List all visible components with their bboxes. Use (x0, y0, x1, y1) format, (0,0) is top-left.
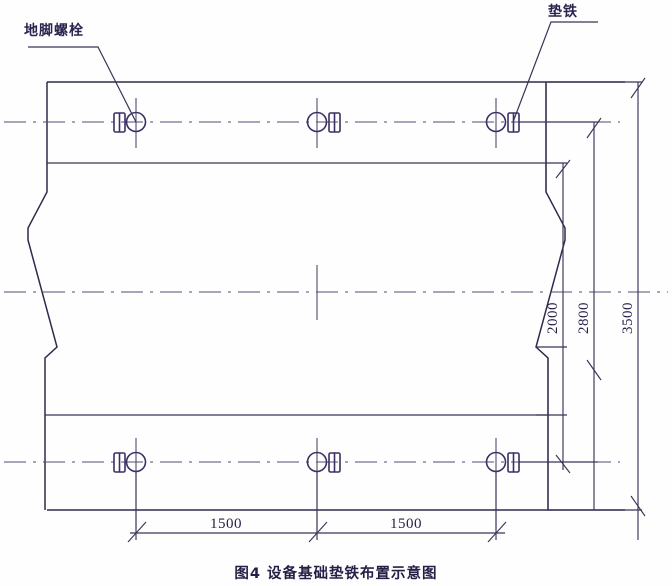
dimension-label-2000: 2000 (545, 302, 561, 334)
anchor-bolt-circle (485, 111, 507, 133)
anchor-bolt-circle (125, 451, 147, 473)
dimension-arrow-2000-bottom (555, 454, 571, 474)
leader-line-shim (512, 21, 598, 123)
callout-label-anchor-bolt: 地脚螺栓 (24, 22, 84, 39)
dimension-tick-right (487, 521, 507, 543)
dimension-arrow-2800-top (586, 117, 602, 139)
anchor-bolt-circle (485, 451, 507, 473)
bolt-shim-group-bottom-left (113, 451, 147, 473)
leader-line-anchor-bolt (28, 46, 137, 123)
callout-label-shim: 垫铁 (548, 3, 578, 20)
bolt-shim-group-top-left (113, 111, 147, 133)
dimension-label-1500-left: 1500 (210, 516, 242, 532)
dimension-tick-left (127, 521, 147, 543)
dimension-label-1500-right: 1500 (390, 516, 422, 532)
dimension-arrow-3500-bottom (630, 495, 646, 517)
dimension-label-2800: 2800 (576, 302, 592, 334)
foundation-outline-left (27, 82, 58, 510)
anchor-bolt-circle (125, 111, 147, 133)
bolt-shim-group-bottom-middle (306, 451, 341, 473)
dimension-arrow-2000-top (555, 159, 571, 179)
dimension-arrow-2800-bottom (586, 359, 602, 381)
bolt-shim-group-top-middle (306, 111, 341, 133)
dimension-label-3500: 3500 (620, 302, 636, 334)
foundation-outline-right (535, 82, 566, 510)
anchor-bolt-circle (306, 451, 328, 473)
anchor-bolt-circle (306, 111, 328, 133)
dimension-tick-mid (308, 521, 328, 543)
dimension-arrow-3500-top (630, 77, 646, 99)
figure-caption: 图4 设备基础垫铁布置示意图 (234, 564, 437, 582)
